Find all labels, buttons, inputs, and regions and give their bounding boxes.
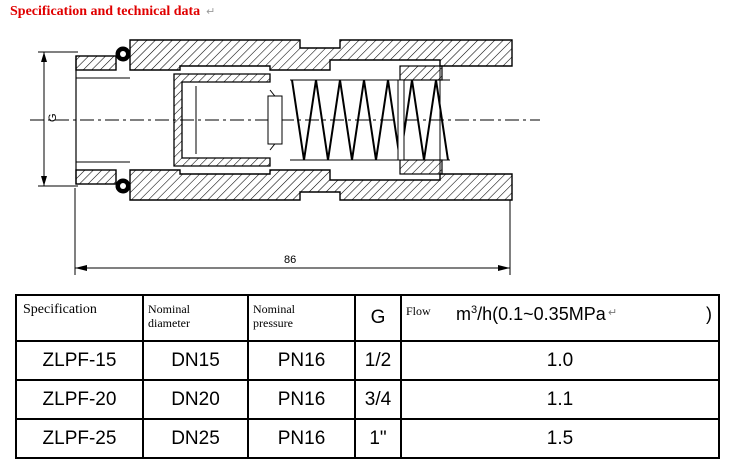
dimension-length-label: 86 <box>284 254 296 266</box>
table-row: ZLPF-20 DN20 PN16 3/4 1.1 <box>15 379 720 420</box>
cell-g: 1" <box>354 418 402 459</box>
cell-diameter: DN20 <box>142 379 249 420</box>
cell-pressure: PN16 <box>247 379 356 420</box>
body-bottom <box>75 169 513 201</box>
cell-diameter: DN15 <box>142 340 249 381</box>
section-title: Specification and technical data ↵ <box>10 4 215 20</box>
table-row: ZLPF-15 DN15 PN16 1/2 1.0 <box>15 340 720 381</box>
section-title-text: Specification and technical data <box>10 4 201 19</box>
cell-pressure: PN16 <box>247 418 356 459</box>
header-flow: Flow m3/h(0.1~0.35MPa ) <box>400 294 720 342</box>
piston <box>173 73 283 167</box>
header-g: G <box>354 294 402 342</box>
header-flow-label: Flow <box>406 304 431 318</box>
cell-pressure: PN16 <box>247 340 356 381</box>
body-top <box>75 39 513 71</box>
valve-cross-section-drawing: G 86 <box>30 39 540 275</box>
dimension-g: G <box>38 51 78 187</box>
table-row: ZLPF-25 DN25 PN16 1" 1.5 <box>15 418 720 459</box>
cell-g: 1/2 <box>354 340 402 381</box>
spring-seat <box>397 65 443 175</box>
cell-g: 3/4 <box>354 379 402 420</box>
cell-spec: ZLPF-25 <box>15 418 144 459</box>
header-flow-close: ) <box>706 304 712 324</box>
dimension-length: 86 <box>74 188 511 275</box>
header-flow-unit: m3/h(0.1~0.35MPa <box>456 304 606 324</box>
cell-flow: 1.0 <box>400 340 720 381</box>
header-specification: Specification <box>15 294 144 342</box>
cell-spec: ZLPF-20 <box>15 379 144 420</box>
return-mark-icon: ↵ <box>206 6 216 18</box>
cell-spec: ZLPF-15 <box>15 340 144 381</box>
dimension-g-label: G <box>47 113 59 122</box>
cell-diameter: DN25 <box>142 418 249 459</box>
cell-flow: 1.1 <box>400 379 720 420</box>
cell-flow: 1.5 <box>400 418 720 459</box>
